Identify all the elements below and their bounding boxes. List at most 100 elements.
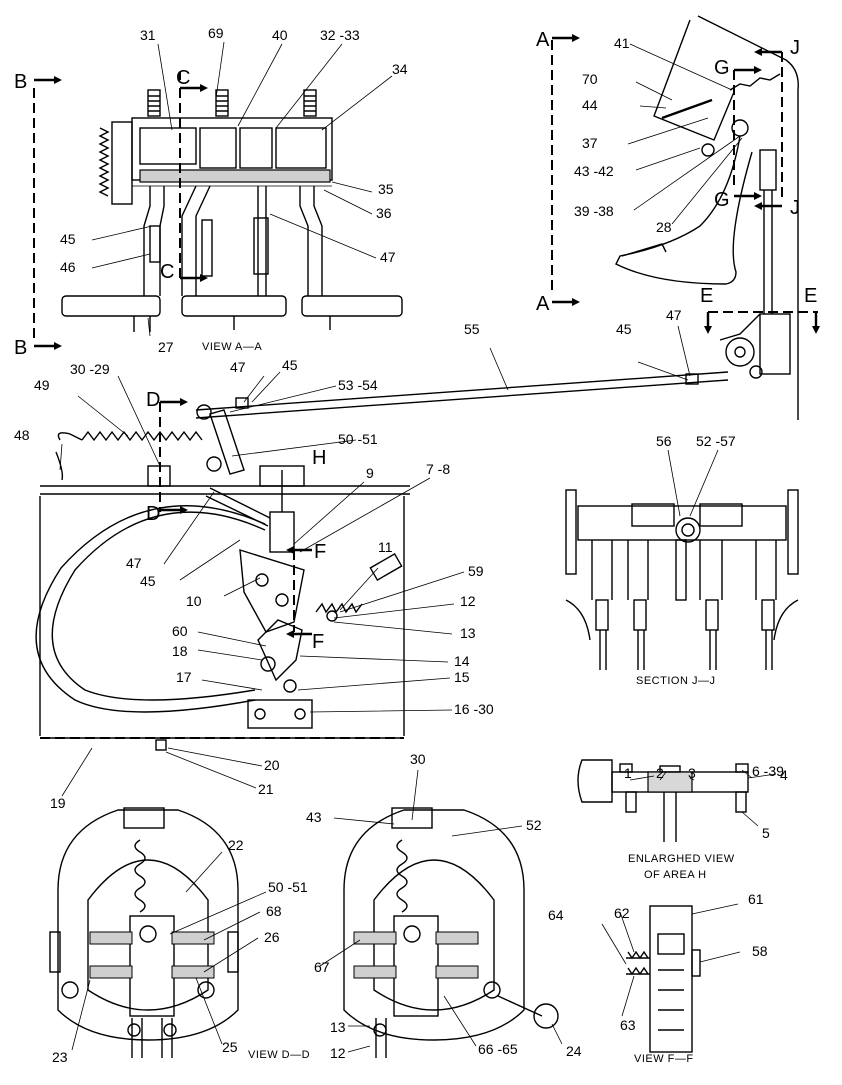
callout-59: 59 [468,563,484,579]
view-dd [49,807,239,1058]
callout-48: 48 [14,427,30,443]
callout-21: 21 [258,781,274,797]
callout-15: 15 [454,669,470,685]
callout-36: 36 [376,205,392,221]
section-mark-g-top: G [714,57,730,79]
section-mark-a-bottom: A [536,293,550,315]
callout-62: 62 [614,905,630,921]
callout-5: 5 [762,825,770,841]
view-aa [61,72,403,332]
callout-50-51-b: 50 -51 [268,879,308,895]
section-mark-f-bottom: F [312,631,324,653]
callout-12-b: 12 [330,1045,346,1061]
linkage-rod [195,371,729,419]
callout-30-29: 30 -29 [70,361,110,377]
callout-12-a: 12 [460,593,476,609]
section-mark-d-top: D [146,389,160,411]
callout-43-b: 43 [306,809,322,825]
section-marker-e: E E [700,285,820,334]
section-marker-f: F F [286,541,326,653]
section-mark-h: H [312,447,326,469]
callout-31: 31 [140,27,156,43]
callout-66-65: 66 -65 [478,1041,518,1057]
callout-35: 35 [378,181,394,197]
callout-6-39: 6 -39 [752,763,784,779]
callout-26: 26 [264,929,280,945]
section-mark-g-bottom: G [714,189,730,211]
section-mark-c-bottom: C [160,261,174,283]
callout-24: 24 [566,1043,582,1059]
section-mark-j-top: J [790,37,800,59]
caption-enlarged-line1: ENLARGHED VIEW [628,853,735,865]
caption-enlarged-line2: OF AREA H [644,869,707,881]
callout-3: 3 [688,765,696,781]
caption-view-aa: VIEW A—A [202,341,262,353]
callout-37: 37 [582,135,598,151]
view-ff [626,905,701,1053]
section-mark-b-top: B [14,71,27,93]
callout-41: 41 [614,35,630,51]
view-captions: VIEW A—A SECTION J—J ENLARGHED VIEW OF A… [202,341,735,1065]
section-mark-d-bottom: D [146,503,160,525]
callout-40: 40 [272,27,288,43]
callout-68: 68 [266,903,282,919]
section-mark-e-left: E [700,285,713,307]
callout-60: 60 [172,623,188,639]
callout-45-c: 45 [282,357,298,373]
section-marker-j: J J [754,37,800,219]
callout-18: 18 [172,643,188,659]
callout-69: 69 [208,25,224,41]
callout-4: 4 [780,767,788,783]
callout-19: 19 [50,795,66,811]
callout-34: 34 [392,61,408,77]
callout-27: 27 [158,339,174,355]
callout-11: 11 [378,539,393,555]
section-marker-a: A A [536,29,580,315]
callout-25: 25 [222,1039,238,1055]
callout-46: 46 [60,259,76,275]
callout-56: 56 [656,433,672,449]
callout-7-8: 7 -8 [426,461,450,477]
callout-44: 44 [582,97,598,113]
section-marker-d: D D [146,389,188,525]
callout-39-38: 39 -38 [574,203,614,219]
callout-67: 67 [314,959,330,975]
callout-10: 10 [186,593,202,609]
caption-view-dd: VIEW D—D [248,1049,310,1061]
callout-16-30: 16 -30 [454,701,494,717]
section-mark-j-bottom: J [790,197,800,219]
callout-55: 55 [464,321,480,337]
section-mark-f-top: F [314,541,326,563]
callout-1: 1 [624,765,632,781]
callout-53-54: 53 -54 [338,377,378,393]
callout-47-d: 47 [126,555,142,571]
callout-52-57: 52 -57 [696,433,736,449]
callout-70: 70 [582,71,598,87]
callout-22: 22 [228,837,244,853]
section-mark-e-right: E [804,285,817,307]
pedal-side-view [615,15,799,420]
caption-view-ff: VIEW F—F [634,1053,694,1065]
callout-20: 20 [264,757,280,773]
callout-63: 63 [620,1017,636,1033]
callout-47-c: 47 [230,359,246,375]
section-mark-b-bottom: B [14,337,27,359]
callout-61: 61 [748,891,764,907]
section-mark-a-top: A [536,29,550,51]
callout-13-b: 13 [330,1019,346,1035]
callout-9: 9 [366,465,374,481]
callout-58: 58 [752,943,768,959]
callout-47-a: 47 [380,249,396,265]
callout-52-b: 52 [526,817,542,833]
view-dd-right [343,807,559,1058]
callout-17: 17 [176,669,192,685]
caption-section-jj: SECTION J—J [636,675,715,687]
callout-2: 2 [656,765,664,781]
section-jj [565,489,799,670]
callout-64: 64 [548,907,564,923]
center-mechanism [35,404,410,751]
enlarged-view-h [577,759,749,842]
callout-30-b: 30 [410,751,426,767]
callout-labels: 31 69 40 32 -33 34 35 36 45 46 47 27 41 … [14,25,788,1065]
